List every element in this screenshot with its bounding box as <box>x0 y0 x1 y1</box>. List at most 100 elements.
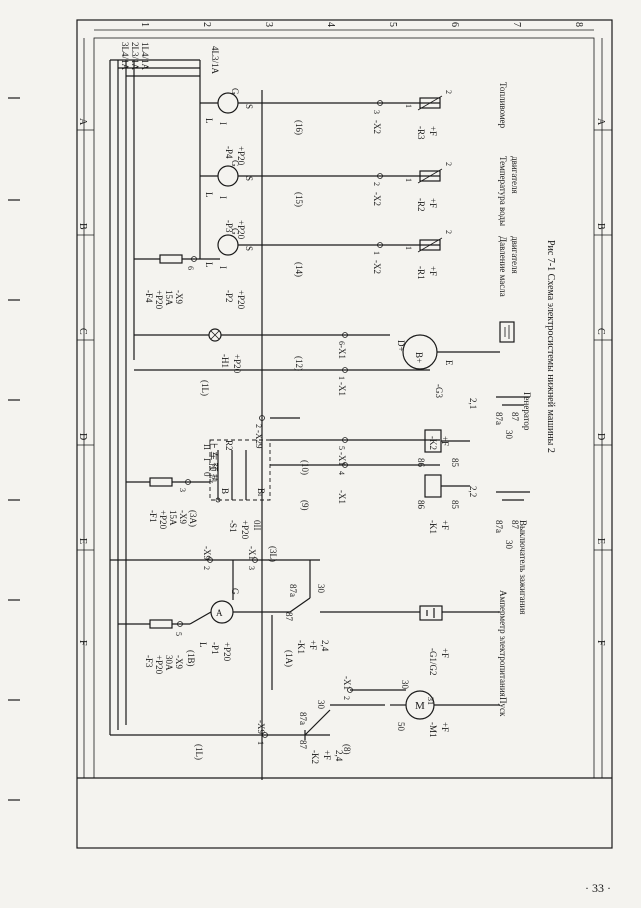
p4-pin-g: G <box>230 88 240 95</box>
x2-3-pin: 3 <box>372 110 381 114</box>
caption-water-temp-2: двигателя <box>510 156 520 194</box>
x2-1-label: -X2 <box>372 260 382 274</box>
col-7: 7 <box>511 22 522 27</box>
k1-left-87: 87 <box>284 612 294 622</box>
row-ruler: A B C D E F A B C D E F <box>77 38 612 778</box>
relay-right-30: 30 <box>504 430 514 440</box>
relay-left-87a: 87a <box>494 520 504 533</box>
k1-left-87a: 87a <box>288 584 298 597</box>
r2-label: -R2 <box>416 198 426 212</box>
k1-right-85: 85 <box>450 500 460 510</box>
f1-label: -F1 <box>148 510 158 523</box>
col-2: 2 <box>201 22 212 27</box>
k2-right-85: 85 <box>450 458 460 468</box>
g1g2-rating: +F <box>440 648 450 658</box>
row-a-top: A <box>595 118 606 126</box>
diagram-rotated: A B C D E F A B C D E F 1 2 3 4 5 6 7 8 <box>76 19 613 849</box>
k2-left-87a: 87a <box>298 712 308 725</box>
x2-1-pin: 1 <box>372 251 381 255</box>
circuit-start: -X9 1 87 87a 30 -K2 +F 2,4 M 50 30 31 -M… <box>110 676 508 764</box>
g3-pin-e: E <box>444 360 454 366</box>
switch-s1: -S1 +P20 0II 0 I II <box>202 439 271 540</box>
m1-pin-31: 31 <box>426 697 435 705</box>
r3-pin-2: 2 <box>444 90 453 94</box>
f4-rating: +P20 <box>154 290 164 310</box>
relay-k2: 86 85 -K2 +F 2,1 <box>416 398 478 468</box>
col-3: 3 <box>263 22 274 27</box>
col-4: 4 <box>325 22 336 27</box>
g3-label: -G3 <box>434 384 444 398</box>
sensor-r1 <box>419 239 441 251</box>
battery-g1g2: -G1/G2 +F <box>320 605 500 676</box>
k1-left-30: 30 <box>316 584 326 594</box>
f1-connector: -X9 <box>178 510 188 524</box>
circuit-1l-left: (1L) <box>194 744 204 760</box>
x9-2-label: -X9 <box>202 546 212 560</box>
caption-generator: Генератор <box>522 392 532 431</box>
g3-pin-bplus: B+ <box>414 352 424 363</box>
caption-start: Пуск <box>498 697 508 717</box>
row-d-bottom: D <box>77 433 88 440</box>
starter-m1: M 50 30 31 -M1 +F <box>390 680 450 738</box>
circuit-9: (9) <box>300 500 310 511</box>
p4-pin-i: I <box>218 122 228 125</box>
relay-left-87: 87 <box>510 520 520 530</box>
supply-4l: 4L3/1A <box>210 46 220 74</box>
r2-pin-1: 1 <box>404 178 413 182</box>
x1-5-pin: 5 <box>337 446 346 450</box>
g1g2-label: -G1/G2 <box>428 648 438 676</box>
supply-1l: 1L4/1A <box>140 42 150 70</box>
k2-left-label: -K2 <box>310 750 320 764</box>
supply-2l: 2L3/1A <box>130 42 140 70</box>
row-f-top: F <box>595 640 606 646</box>
caption-oil-pressure-2: двигателя <box>510 236 520 274</box>
p2-rating: +P20 <box>236 290 246 310</box>
x1-2-label: -X1 <box>342 676 352 690</box>
fuse-f3 <box>149 619 173 629</box>
m1-rating: +F <box>440 722 450 732</box>
sensor-r2 <box>419 170 441 182</box>
supply-3l: 3L4/1A <box>120 42 130 70</box>
r1-rating: +F <box>428 266 438 276</box>
row-b-top: B <box>595 223 606 230</box>
k2-left-30: 30 <box>316 700 326 710</box>
binding-margin-marks <box>8 97 20 801</box>
x9-1-pin: 1 <box>256 741 265 745</box>
relay-table-left: 30 87a 87 <box>494 491 530 550</box>
relay-right-87: 87 <box>510 412 520 422</box>
f3-fuse: 30A <box>164 655 174 671</box>
p3-pin-g: G <box>230 160 240 167</box>
circuit-3a: (3A) <box>188 510 198 527</box>
r1-pin-1: 1 <box>404 246 413 250</box>
f4-connector: -X9 <box>174 290 184 304</box>
k1-left-label: -K1 <box>296 640 306 654</box>
s1-rating: +P20 <box>240 520 250 540</box>
circuit-generator: -H1 +P20 (1L) (12) -X1 1 -X1 6 D+ B+ E -… <box>134 321 532 431</box>
x29-2-label: -X29 <box>254 430 264 449</box>
x1-1-label: -X1 <box>337 382 347 396</box>
r3-pin-1: 1 <box>404 104 413 108</box>
f1-rating: +P20 <box>158 510 168 530</box>
circuit-1a: (1A) <box>284 650 294 667</box>
k2-left-rating: +F <box>322 750 332 760</box>
p2-label: -P2 <box>224 290 234 303</box>
relay-left-30: 30 <box>504 540 514 550</box>
row-c-top: C <box>595 328 606 335</box>
r2-pin-2: 2 <box>444 162 453 166</box>
m1-pin-30: 30 <box>400 680 410 690</box>
x9-6-pin: 6 <box>186 266 195 270</box>
x1-3-label: -X1 <box>247 546 257 560</box>
r2-rating: +F <box>428 198 438 208</box>
p2-pin-i: I <box>218 266 228 269</box>
h1-label: -H1 <box>220 354 230 368</box>
x1-4-label: -X1 <box>337 490 347 504</box>
f3-rating: +P20 <box>154 655 164 675</box>
k2-left-87: 87 <box>298 740 308 750</box>
f4-label: -F4 <box>144 290 154 303</box>
row-b-bottom: B <box>77 223 88 230</box>
p3-pin-i: I <box>218 196 228 199</box>
column-ruler: 1 2 3 4 5 6 7 8 <box>94 22 594 31</box>
col-6: 6 <box>449 22 460 27</box>
f1-fuse: 15A <box>168 510 178 526</box>
